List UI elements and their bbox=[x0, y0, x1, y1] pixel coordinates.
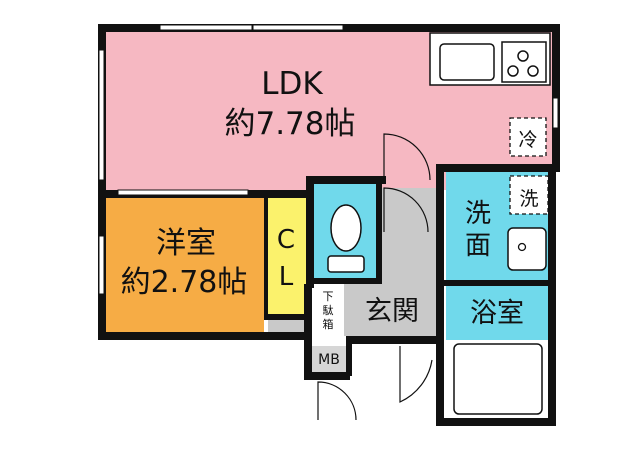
closet-label-l: L bbox=[279, 262, 294, 292]
closet-label-c: C bbox=[277, 225, 295, 255]
shoe-box-label-2: 駄 bbox=[323, 303, 334, 317]
ldk-size: 約7.78帖 bbox=[224, 106, 355, 142]
utility-strip bbox=[268, 318, 308, 332]
washroom-label-1: 洗 bbox=[465, 199, 491, 229]
fridge-space: 冷 bbox=[509, 117, 547, 157]
entrance bbox=[344, 284, 436, 336]
entrance-label: 玄関 bbox=[365, 296, 419, 327]
washer-space: 洗 bbox=[509, 175, 549, 215]
shoe-box-label-1: 下 bbox=[323, 290, 334, 303]
kitchen-counter bbox=[429, 32, 551, 86]
western-room bbox=[104, 198, 264, 334]
stove bbox=[501, 41, 547, 83]
wash-basin bbox=[507, 227, 547, 271]
washroom-label-2: 面 bbox=[465, 231, 491, 261]
doors bbox=[317, 133, 433, 421]
meter-box bbox=[310, 346, 348, 372]
bathroom bbox=[446, 286, 548, 340]
western-name: 洋室 bbox=[156, 226, 216, 261]
western-size: 約2.78帖 bbox=[121, 265, 248, 300]
entrance-hall bbox=[378, 188, 436, 284]
toilet bbox=[327, 204, 365, 273]
windows bbox=[98, 24, 559, 295]
kitchen-sink bbox=[439, 43, 495, 81]
bathroom-label: 浴室 bbox=[470, 298, 524, 329]
meter-box-label: MB bbox=[318, 352, 340, 368]
washer-label: 洗 bbox=[519, 188, 538, 210]
closet bbox=[266, 198, 306, 314]
fridge-label: 冷 bbox=[518, 129, 537, 151]
shoe-box bbox=[312, 284, 344, 336]
shoe-box-label-3: 箱 bbox=[323, 317, 334, 331]
ldk-name: LDK bbox=[261, 66, 323, 102]
bathtub bbox=[453, 343, 543, 415]
